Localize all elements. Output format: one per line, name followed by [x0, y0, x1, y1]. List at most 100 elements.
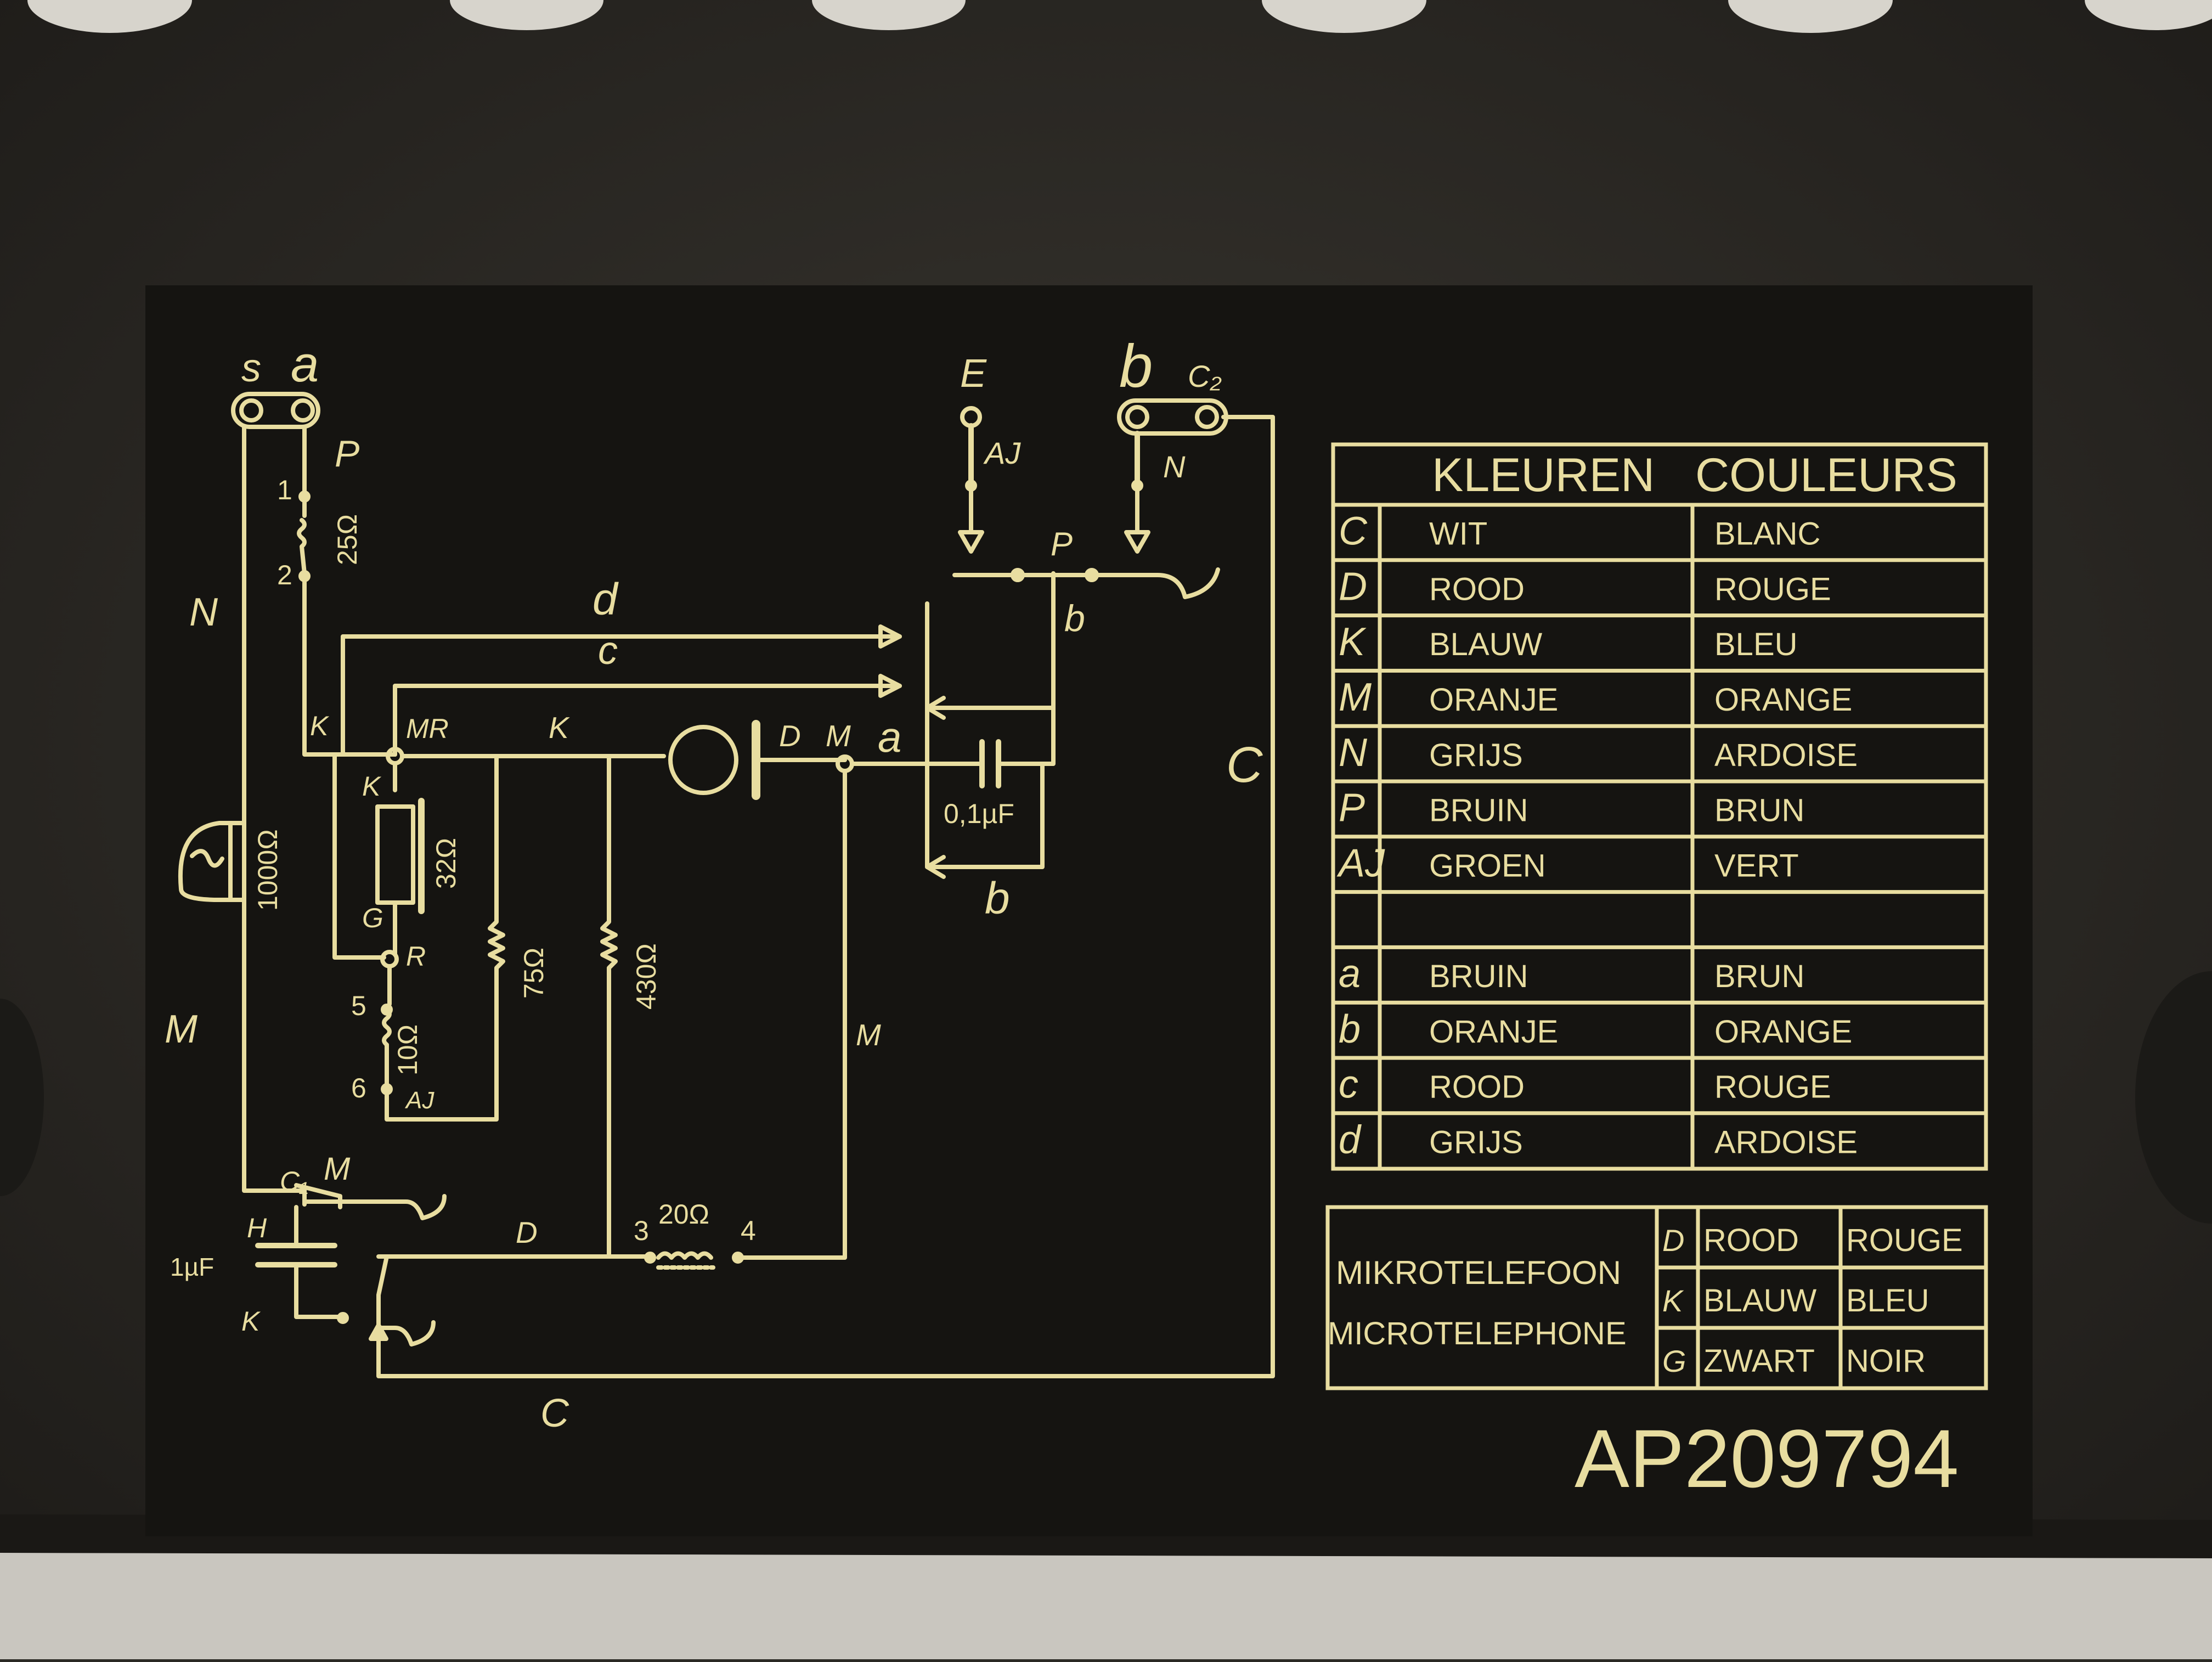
schematic	[178, 392, 1275, 1378]
label-aj-coil: AJ	[404, 1087, 435, 1114]
legend-code-cell: a	[1339, 952, 1361, 996]
pin-5: 5	[351, 990, 366, 1021]
screw-hole-left	[0, 999, 44, 1196]
micro-label-fr: MICROTELEPHONE	[1328, 1316, 1627, 1351]
legend-header-fr: COULEURS	[1695, 449, 1957, 502]
label-p-switch: P	[1051, 526, 1073, 562]
legend-nl-cell: BLAUW	[1429, 627, 1543, 662]
legend-code-cell: P	[1339, 786, 1365, 830]
coil-20	[656, 1251, 713, 1260]
color-legend-table	[1325, 442, 1988, 1390]
micro-fr-cell: BLEU	[1846, 1283, 1929, 1319]
legend-nl-cell: BRUIN	[1429, 793, 1528, 829]
resistor-25	[297, 494, 307, 576]
label-d-mic: D	[779, 719, 801, 753]
legend-nl-cell: ORANJE	[1429, 1014, 1558, 1050]
micro-nl-cell: BLAUW	[1703, 1283, 1817, 1319]
legend-fr-cell: ORANGE	[1714, 1014, 1852, 1050]
resistor-75	[488, 754, 505, 1001]
legend-code-cell: N	[1339, 731, 1368, 775]
legend-fr-cell: BLEU	[1714, 627, 1798, 662]
label-g: G	[362, 903, 383, 933]
label-mr: MR	[406, 713, 449, 744]
receiver-symbol	[668, 725, 738, 795]
label-a-mic: a	[878, 713, 901, 761]
label-aj-top: AJ	[983, 436, 1021, 470]
terminal-s-a	[231, 392, 320, 429]
micro-code-cell: K	[1662, 1283, 1684, 1318]
micro-nl-cell: ZWART	[1703, 1343, 1815, 1379]
legend-fr-cell: ARDOISE	[1714, 1124, 1858, 1160]
legend-code-cell: C	[1339, 510, 1368, 554]
value-cap-01: 0,1µF	[944, 798, 1014, 829]
label-terminal-c1: C₁	[280, 1166, 308, 1197]
pin-4: 4	[741, 1215, 756, 1246]
wire-c-loop	[376, 415, 1275, 1378]
micro-fr-cell: ROUGE	[1846, 1222, 1963, 1258]
wire-c	[393, 684, 902, 757]
value-r-75: 75Ω	[518, 948, 549, 999]
terminal-b-c2	[1117, 398, 1228, 436]
label-c-right: C	[1226, 737, 1263, 793]
legend-fr-cell: ORANGE	[1714, 682, 1852, 718]
legend-code-cell: c	[1339, 1063, 1358, 1107]
label-terminal-e: E	[960, 352, 987, 396]
label-k-cap: K	[241, 1306, 261, 1337]
legend-fr-cell: VERT	[1714, 848, 1799, 883]
legend-code-cell: b	[1339, 1007, 1361, 1051]
schematic-labels: s a E b C₂ C₁ P AJ N P N M C C d c K MR …	[165, 333, 1263, 1435]
value-cap-1: 1µF	[170, 1253, 214, 1281]
legend-nl-cell: ROOD	[1429, 571, 1525, 607]
label-n-top: N	[1163, 449, 1186, 484]
legend-nl-cell: ORANJE	[1429, 682, 1558, 718]
screw-hole-right	[2135, 971, 2212, 1224]
value-r-1000: 1000Ω	[252, 829, 283, 911]
label-r: R	[406, 941, 426, 972]
legend-nl-cell: ROOD	[1429, 1069, 1525, 1105]
label-k-top: K	[549, 711, 570, 745]
legend-code-cell: D	[1339, 565, 1367, 609]
legend-fr-cell: ROUGE	[1714, 1069, 1831, 1105]
label-h: H	[247, 1213, 267, 1243]
label-wire-d: d	[592, 574, 619, 624]
label-m-mic: M	[826, 719, 851, 753]
legend-nl-cell: WIT	[1429, 516, 1487, 552]
label-wire-c: c	[598, 629, 618, 673]
label-m-mid: M	[856, 1018, 881, 1052]
micro-label-nl: MIKROTELEFOON	[1336, 1254, 1621, 1291]
bell-symbol	[178, 821, 233, 902]
legend-fr-cell: BLANC	[1714, 516, 1820, 552]
pin-2: 2	[277, 560, 292, 590]
micro-code-cell: G	[1662, 1344, 1686, 1378]
label-p-top: P	[335, 433, 359, 475]
label-d-bottom: D	[516, 1215, 538, 1249]
value-r-25: 25Ω	[332, 514, 363, 565]
legend-code-cell: d	[1339, 1118, 1362, 1162]
micro-code-cell: D	[1662, 1223, 1684, 1258]
label-terminal-a: a	[291, 336, 319, 392]
label-m-switch: M	[324, 1151, 351, 1187]
label-b-bottom: b	[985, 874, 1010, 923]
legend-code-cell: K	[1339, 620, 1367, 664]
legend-nl-cell: BRUIN	[1429, 959, 1528, 994]
legend-fr-cell: ARDOISE	[1714, 737, 1858, 773]
label-terminal-b: b	[1119, 333, 1153, 400]
pin-3: 3	[634, 1215, 649, 1246]
legend-frame	[1331, 442, 1988, 1171]
label-b-switch: b	[1064, 598, 1085, 639]
value-r-20: 20Ω	[658, 1199, 709, 1230]
legend-fr-cell: BRUN	[1714, 793, 1804, 829]
label-n-left: N	[189, 590, 218, 634]
legend-nl-cell: GROEN	[1429, 848, 1546, 883]
value-r-430: 430Ω	[631, 943, 662, 1010]
wire-m-mid	[736, 769, 847, 1260]
label-terminal-c2: C₂	[1188, 359, 1222, 393]
legend-nl-cell: GRIJS	[1429, 1124, 1523, 1160]
legend-fr-cell: BRUN	[1714, 959, 1804, 994]
label-k-res: K	[362, 771, 382, 802]
label-c-bottom: C	[540, 1391, 569, 1435]
value-r-32: 32Ω	[431, 838, 461, 889]
pin-6: 6	[351, 1073, 366, 1103]
